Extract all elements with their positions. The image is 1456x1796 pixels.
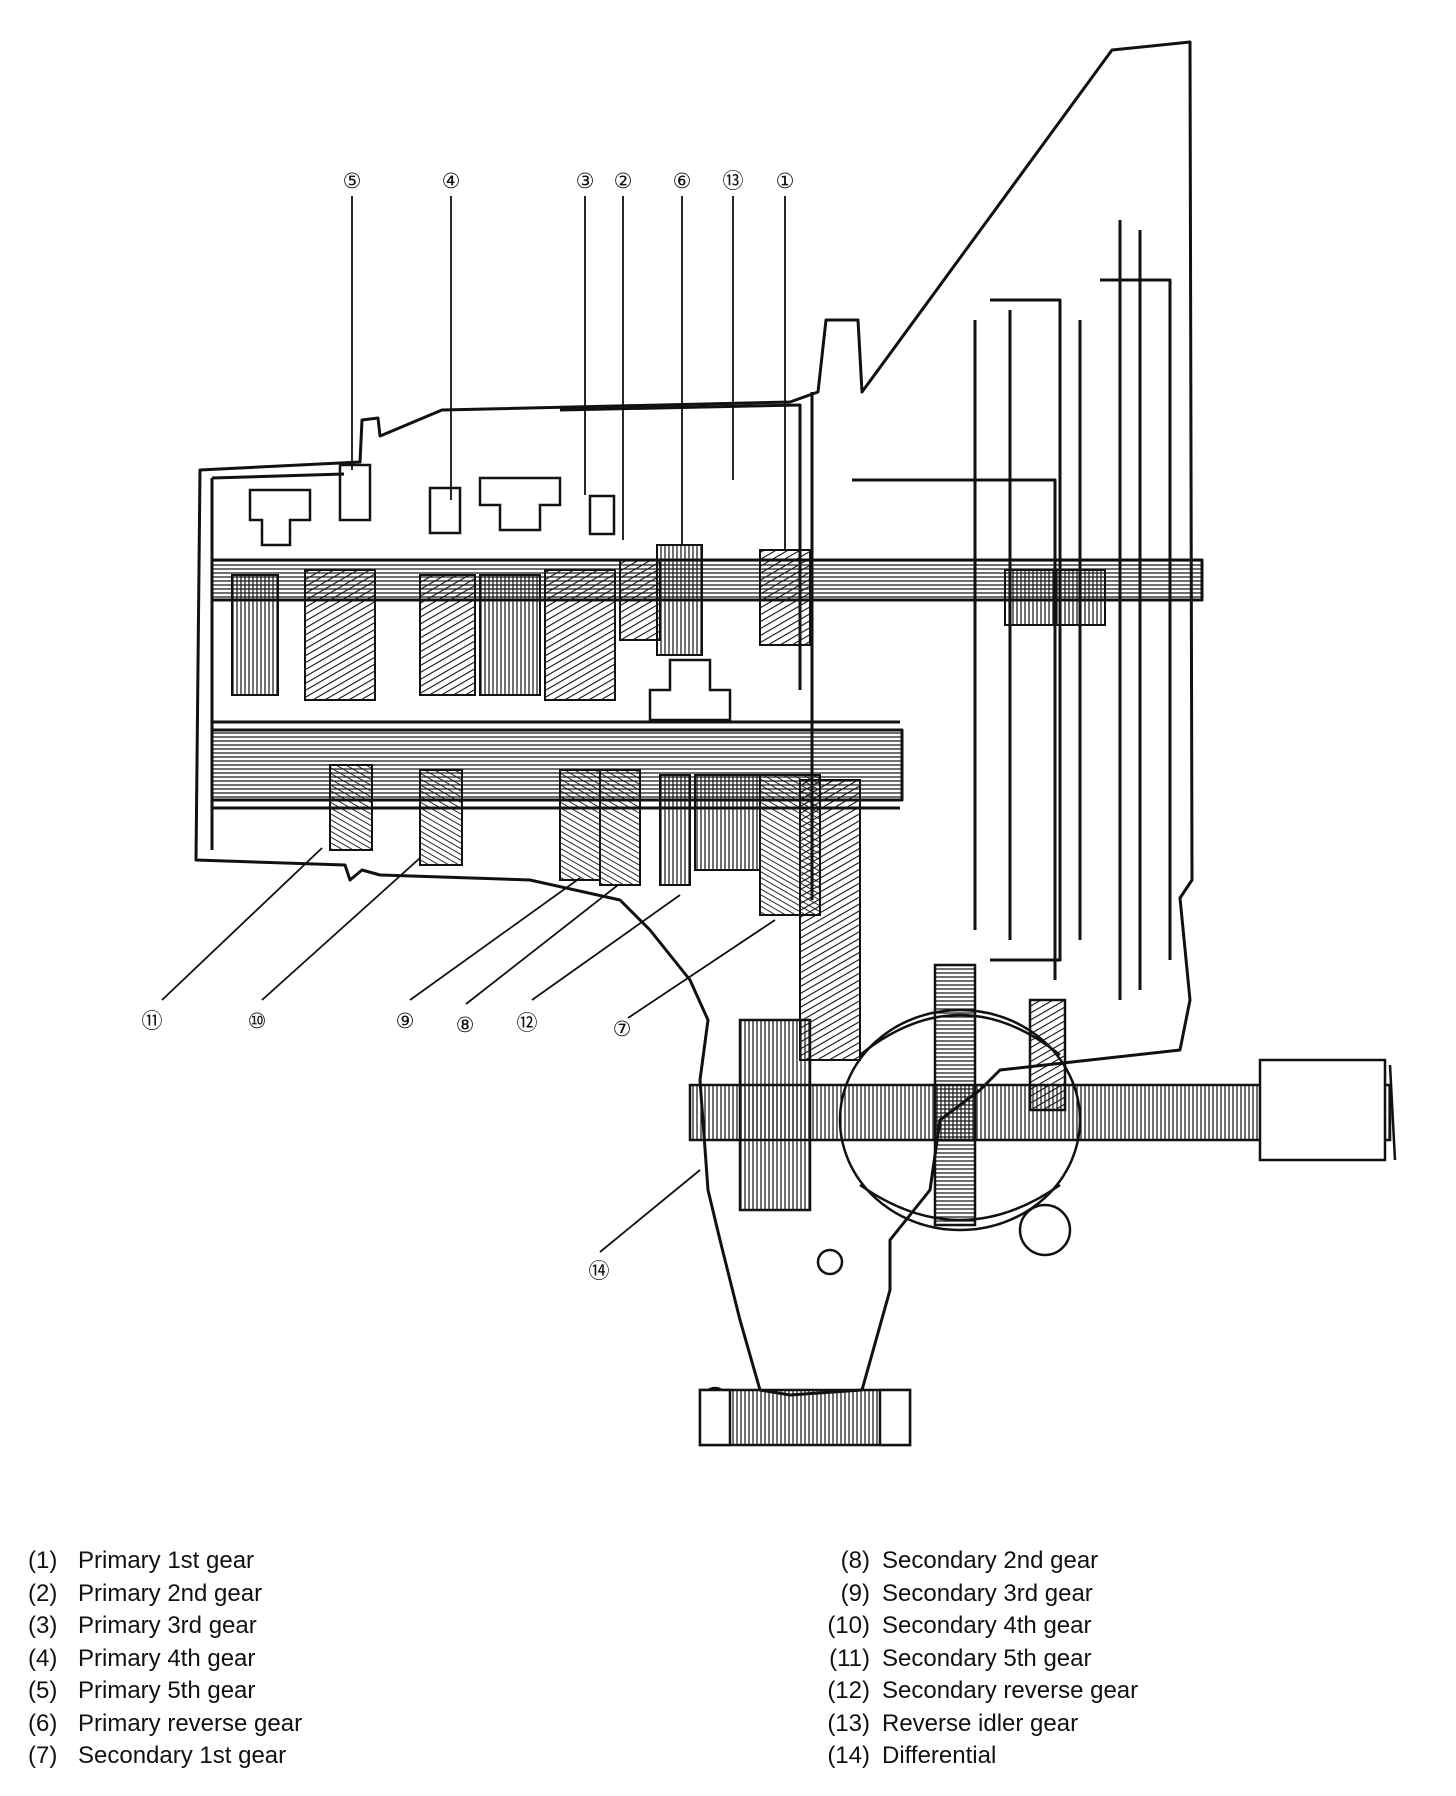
legend-text: Primary 1st gear xyxy=(78,1547,255,1574)
callout-9: ⑨ xyxy=(396,1009,415,1033)
legend-text: Secondary reverse gear xyxy=(882,1677,1139,1704)
legend-item: (2) Primary 2nd gear xyxy=(28,1578,302,1611)
legend-text: Primary 5th gear xyxy=(78,1677,256,1704)
transmission-cross-section-diagram: ⑤ ④ ③ ② ⑥ ⑬ ① ⑪ ⑩ ⑨ ⑧ ⑫ ⑦ ⑭ xyxy=(142,40,1397,1447)
legend-number: (5) xyxy=(28,1677,58,1704)
legend-number: (7) xyxy=(28,1742,58,1769)
legend-text: Secondary 2nd gear xyxy=(882,1547,1099,1574)
legend-text: Primary 3rd gear xyxy=(78,1612,257,1639)
callout-1: ① xyxy=(776,169,795,193)
legend-text: Secondary 3rd gear xyxy=(882,1579,1093,1607)
callout-7: ⑦ xyxy=(613,1017,632,1041)
legend-number: (9) xyxy=(840,1579,870,1607)
mounting-bolt xyxy=(698,1388,912,1447)
secondary-reverse-gear xyxy=(659,774,691,886)
legend-number: (2) xyxy=(28,1579,58,1607)
legend-item: (5) Primary 5th gear xyxy=(28,1675,302,1708)
secondary-3rd-gear xyxy=(559,769,601,881)
callout-6: ⑥ xyxy=(673,169,692,193)
legend-text: Secondary 5th gear xyxy=(882,1644,1092,1672)
clutch-splines xyxy=(1004,569,1106,626)
callout-3: ③ xyxy=(576,169,595,193)
callout-5: ⑤ xyxy=(343,169,362,193)
legend-number: (1) xyxy=(28,1547,58,1574)
case-inner-line xyxy=(210,392,1057,980)
secondary-4th-gear xyxy=(419,769,463,866)
legend-text: Primary reverse gear xyxy=(78,1709,303,1737)
callout-14: ⑭ xyxy=(589,1259,610,1283)
legend-number: (6) xyxy=(28,1709,58,1737)
legend-item: (12) Secondary reverse gear xyxy=(802,1675,1138,1708)
legend-item: (9) Secondary 3rd gear xyxy=(802,1578,1138,1611)
legend-item: (1) Primary 1st gear xyxy=(28,1545,302,1578)
legend-item: (8) Secondary 2nd gear xyxy=(802,1545,1138,1578)
legend-text: Secondary 4th gear xyxy=(882,1612,1092,1639)
final-drive-gear xyxy=(799,779,861,1061)
legend-item: (7) Secondary 1st gear xyxy=(28,1740,302,1773)
differential-assembly xyxy=(688,963,1397,1414)
legend-text: Primary 4th gear xyxy=(78,1644,256,1672)
legend-text: Differential xyxy=(882,1742,997,1769)
bell-housing-inner xyxy=(990,220,1142,1000)
callout-leader-lines xyxy=(161,196,786,1253)
legend-number: (4) xyxy=(28,1644,58,1672)
primary-reverse-gear xyxy=(656,544,703,656)
secondary-2nd-gear xyxy=(599,769,641,886)
legend-item: (14) Differential xyxy=(802,1740,1138,1773)
legend-number: (11) xyxy=(829,1644,870,1672)
secondary-5th-gear xyxy=(329,764,373,851)
primary-1st-gear xyxy=(759,549,811,646)
legend-right-column: (8) Secondary 2nd gear (9) Secondary 3rd g… xyxy=(802,1545,1138,1773)
legend-item: (4) Primary 4th gear xyxy=(28,1643,302,1676)
legend-item: (10) Secondary 4th gear xyxy=(802,1610,1138,1643)
legend-text: Reverse idler gear xyxy=(882,1709,1079,1737)
legend-number: (13) xyxy=(827,1709,870,1737)
legend-number: (14) xyxy=(827,1742,870,1769)
legend-number: (8) xyxy=(840,1547,870,1574)
legend-item: (3) Primary 3rd gear xyxy=(28,1610,302,1643)
callout-4: ④ xyxy=(442,169,461,193)
legend-text: Secondary 1st gear xyxy=(78,1742,287,1769)
callout-12: ⑫ xyxy=(517,1011,538,1035)
synchronizers xyxy=(248,463,732,722)
legend-number: (10) xyxy=(827,1612,870,1639)
transmission-case-outline xyxy=(194,40,1194,1397)
legend-item: (11) Secondary 5th gear xyxy=(802,1643,1138,1676)
callout-8: ⑧ xyxy=(456,1013,475,1037)
legend-left-column: (1)Primary 1st gear (2)Primary 2nd gear … xyxy=(28,1545,302,1773)
legend-text: Primary 2nd gear xyxy=(78,1579,263,1607)
callout-numbers: ⑤ ④ ③ ② ⑥ ⑬ ① ⑪ ⑩ ⑨ ⑧ ⑫ ⑦ ⑭ xyxy=(142,169,795,1283)
legend-number: (12) xyxy=(827,1677,870,1704)
callout-13: ⑬ xyxy=(723,169,744,193)
legend-item: (6) Primary reverse gear xyxy=(28,1708,302,1741)
primary-gears xyxy=(231,544,1106,701)
callout-10: ⑩ xyxy=(248,1009,267,1033)
callout-2: ② xyxy=(614,169,633,193)
legend-item: (13) Reverse idler gear xyxy=(802,1708,1138,1741)
legend-number: (3) xyxy=(28,1612,58,1639)
secondary-gears xyxy=(329,764,861,1061)
callout-11: ⑪ xyxy=(142,1009,163,1033)
